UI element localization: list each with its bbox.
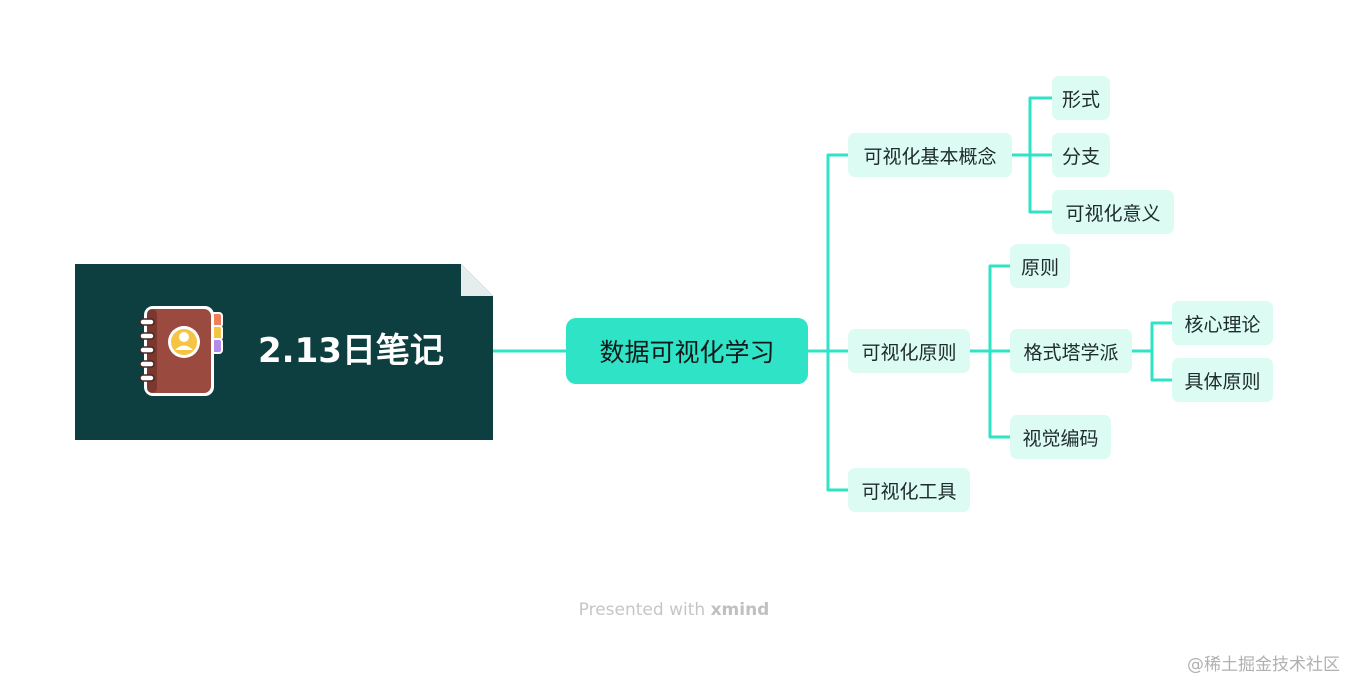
topic-visual-encoding[interactable]: 视觉编码 — [1010, 415, 1111, 459]
footer-brand: xmind — [710, 600, 770, 620]
topic-principles[interactable]: 可视化原则 — [848, 329, 970, 373]
central-topic[interactable]: 数据可视化学习 — [566, 318, 808, 384]
connector-principle-children — [968, 264, 1012, 439]
topic-form[interactable]: 形式 — [1052, 76, 1110, 120]
topic-concept[interactable]: 可视化基本概念 — [848, 133, 1012, 177]
topic-core-theory[interactable]: 核心理论 — [1172, 301, 1273, 345]
topic-tools[interactable]: 可视化工具 — [848, 468, 970, 512]
connector-central-tool — [826, 349, 850, 492]
topic-branch[interactable]: 分支 — [1052, 133, 1110, 177]
footer-presented: Presented with xmind — [0, 600, 1348, 620]
connector-concept-children — [1010, 96, 1054, 214]
title-card-text: 2.13日笔记 — [258, 331, 444, 371]
connector-gestalt-children — [1130, 321, 1174, 382]
connector-central-concept — [806, 153, 850, 353]
topic-gestalt[interactable]: 格式塔学派 — [1010, 329, 1132, 373]
topic-principle-item[interactable]: 原则 — [1010, 244, 1070, 288]
topic-significance[interactable]: 可视化意义 — [1052, 190, 1174, 234]
footer-presented-text: Presented with — [578, 600, 706, 620]
watermark: @稀土掘金技术社区 — [1187, 655, 1340, 675]
address-book-icon — [139, 306, 223, 396]
topic-specific-principles[interactable]: 具体原则 — [1172, 358, 1273, 402]
